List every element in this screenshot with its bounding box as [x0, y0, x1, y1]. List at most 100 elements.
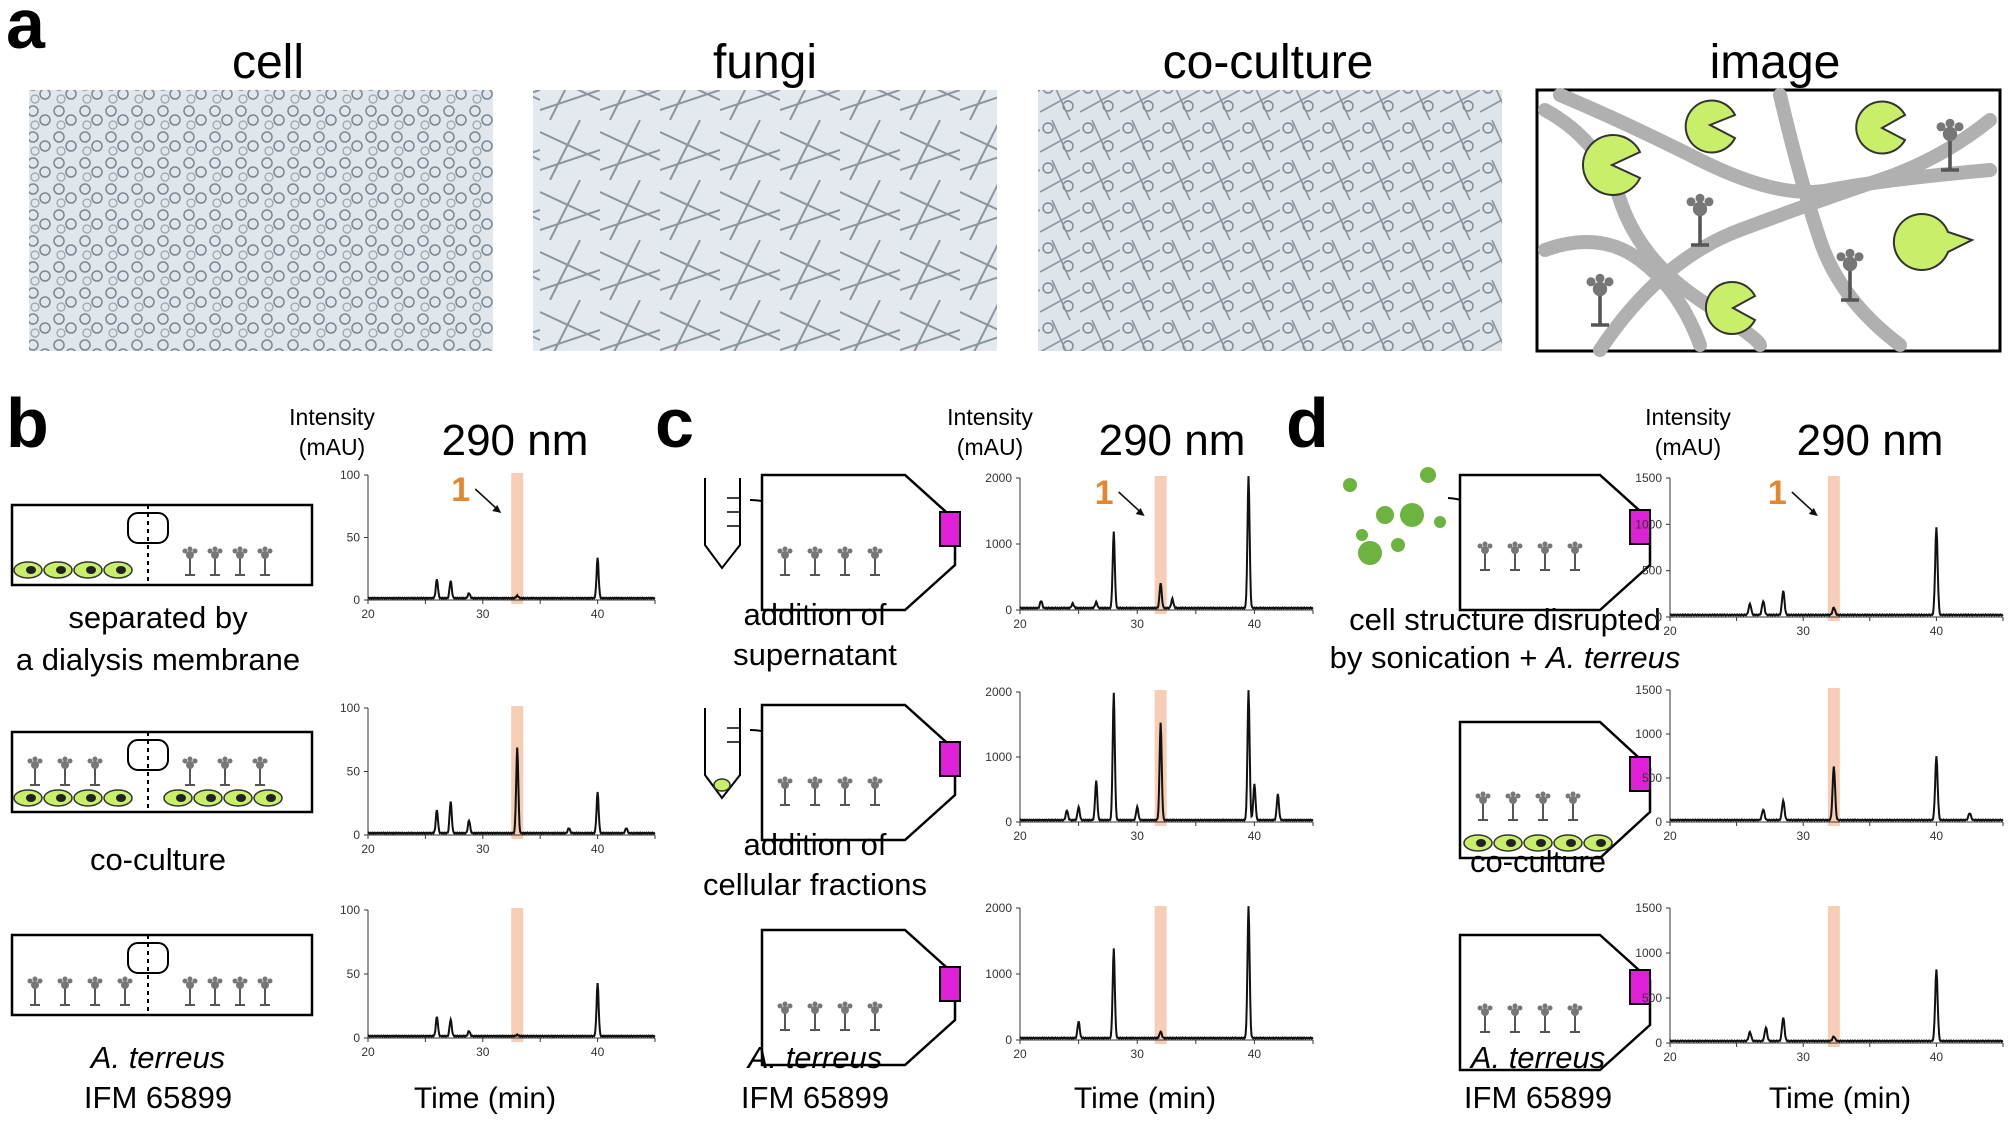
y-tick-label: 2000 [985, 471, 1012, 485]
peak-1-label: 1 [1095, 474, 1114, 512]
xlabel-c: Time (min) [1074, 1082, 1216, 1115]
panel-letter-a: a [6, 0, 46, 63]
peak-1-arrow [1791, 491, 1817, 515]
y-tick-label: 0 [353, 593, 360, 607]
peak-1-arrowhead [492, 505, 502, 513]
trace-line [367, 747, 656, 836]
x-tick-label: 20 [1663, 1050, 1677, 1064]
wavelength-b: 290 nm [442, 416, 589, 465]
label-c-strain: IFM 65899 [741, 1080, 889, 1115]
peak-1-highlight [511, 908, 524, 1042]
x-tick-label: 40 [1930, 1050, 1944, 1064]
label-b-separated-1: separated by [68, 600, 248, 635]
schematic-d-coculture [1458, 720, 1652, 860]
label-b-species: A. terreus [89, 1040, 225, 1075]
y-tick-label: 50 [347, 967, 361, 981]
photo-title-fungi: fungi [713, 36, 817, 89]
wavelength-c: 290 nm [1099, 416, 1246, 465]
x-tick-label: 20 [1663, 624, 1677, 638]
x-tick-label: 30 [476, 1045, 490, 1059]
yunit-b-2: (mAU) [299, 434, 365, 460]
label-d-sonication-2b: A. terreus [1544, 640, 1680, 675]
x-tick-label: 30 [1797, 624, 1811, 638]
label-d-sonication-1: cell structure disrupted [1349, 602, 1661, 637]
x-tick-label: 20 [361, 842, 375, 856]
panel-letter-d: d [1286, 384, 1329, 462]
chart-header-c: Intensity (mAU) 290 nm Time (min) [947, 404, 1245, 1115]
x-tick-label: 20 [1013, 829, 1027, 843]
trace-line [1669, 756, 2004, 822]
schematic-b-separated [10, 503, 314, 587]
x-tick-label: 30 [1131, 1047, 1145, 1061]
y-tick-label: 1000 [985, 750, 1012, 764]
chart-header-b: Intensity (mAU) 290 nm Time (min) [289, 404, 588, 1115]
chart-header-d: Intensity (mAU) 290 nm Time (min) [1645, 404, 1943, 1115]
y-tick-label: 0 [353, 828, 360, 842]
y-tick-label: 0 [1005, 815, 1012, 829]
chromatogram-c-4: 0 1000 2000 20 30 40 [985, 685, 1314, 843]
y-tick-label: 500 [1642, 564, 1662, 578]
peak-1-highlight [511, 473, 524, 604]
label-d-sonication-2: by sonication + A. terreus [1330, 640, 1681, 675]
y-tick-label: 50 [347, 531, 361, 545]
label-d-species: A. terreus [1469, 1040, 1605, 1075]
peak-1-arrowhead [1135, 508, 1145, 516]
trace-line [367, 557, 656, 601]
y-tick-label: 50 [347, 765, 361, 779]
y-tick-label: 0 [353, 1031, 360, 1045]
panel-letter-c: c [655, 384, 694, 462]
y-tick-label: 2000 [985, 901, 1012, 915]
peak-1-arrow [474, 488, 500, 512]
y-tick-label: 0 [1655, 610, 1662, 624]
peak-1-arrowhead [1808, 508, 1818, 516]
trace-line [1019, 906, 1314, 1040]
x-tick-label: 30 [1131, 829, 1145, 843]
yunit-d-2: (mAU) [1655, 434, 1721, 460]
xlabel-b: Time (min) [414, 1082, 556, 1115]
y-tick-label: 0 [1005, 1033, 1012, 1047]
photo-title-cell: cell [232, 36, 304, 89]
schematic-d-aterreus [1458, 933, 1652, 1072]
y-tick-label: 1500 [1635, 901, 1662, 915]
panel-letter-b: b [6, 384, 49, 462]
y-tick-label: 100 [340, 903, 360, 917]
x-tick-label: 40 [1930, 624, 1944, 638]
label-b-coculture: co-culture [90, 842, 226, 877]
schematic-b-aterreus [10, 933, 314, 1017]
label-b-separated-2: a dialysis membrane [16, 642, 300, 677]
label-d-sonication-2a: by sonication + [1330, 640, 1546, 675]
yunit-c-2: (mAU) [957, 434, 1023, 460]
trace-line [1669, 527, 2004, 617]
yunit-d-1: Intensity [1645, 404, 1731, 430]
micrograph-cell [29, 90, 493, 351]
label-b-strain: IFM 65899 [84, 1080, 232, 1115]
peak-1-arrow [1118, 491, 1144, 515]
y-tick-label: 2000 [985, 685, 1012, 699]
yunit-c-1: Intensity [947, 404, 1033, 430]
y-tick-label: 0 [1005, 603, 1012, 617]
x-tick-label: 30 [1131, 617, 1145, 631]
x-tick-label: 30 [476, 607, 490, 621]
y-tick-label: 500 [1642, 771, 1662, 785]
x-tick-label: 40 [1248, 1047, 1262, 1061]
label-c-supernatant-1: addition of [743, 597, 886, 632]
label-d-strain: IFM 65899 [1464, 1080, 1612, 1115]
schematic-b-coculture [10, 730, 314, 814]
y-tick-label: 1500 [1635, 471, 1662, 485]
x-tick-label: 20 [1013, 1047, 1027, 1061]
y-tick-label: 1000 [985, 537, 1012, 551]
schematic-d-sonication [1343, 467, 1652, 612]
x-tick-label: 30 [476, 842, 490, 856]
schematic-c-cellular [704, 703, 961, 842]
label-d-coculture: co-culture [1470, 844, 1606, 879]
y-tick-label: 100 [340, 701, 360, 715]
trace-line [1669, 969, 2004, 1043]
x-tick-label: 40 [1248, 829, 1262, 843]
y-tick-label: 1000 [1635, 517, 1662, 531]
